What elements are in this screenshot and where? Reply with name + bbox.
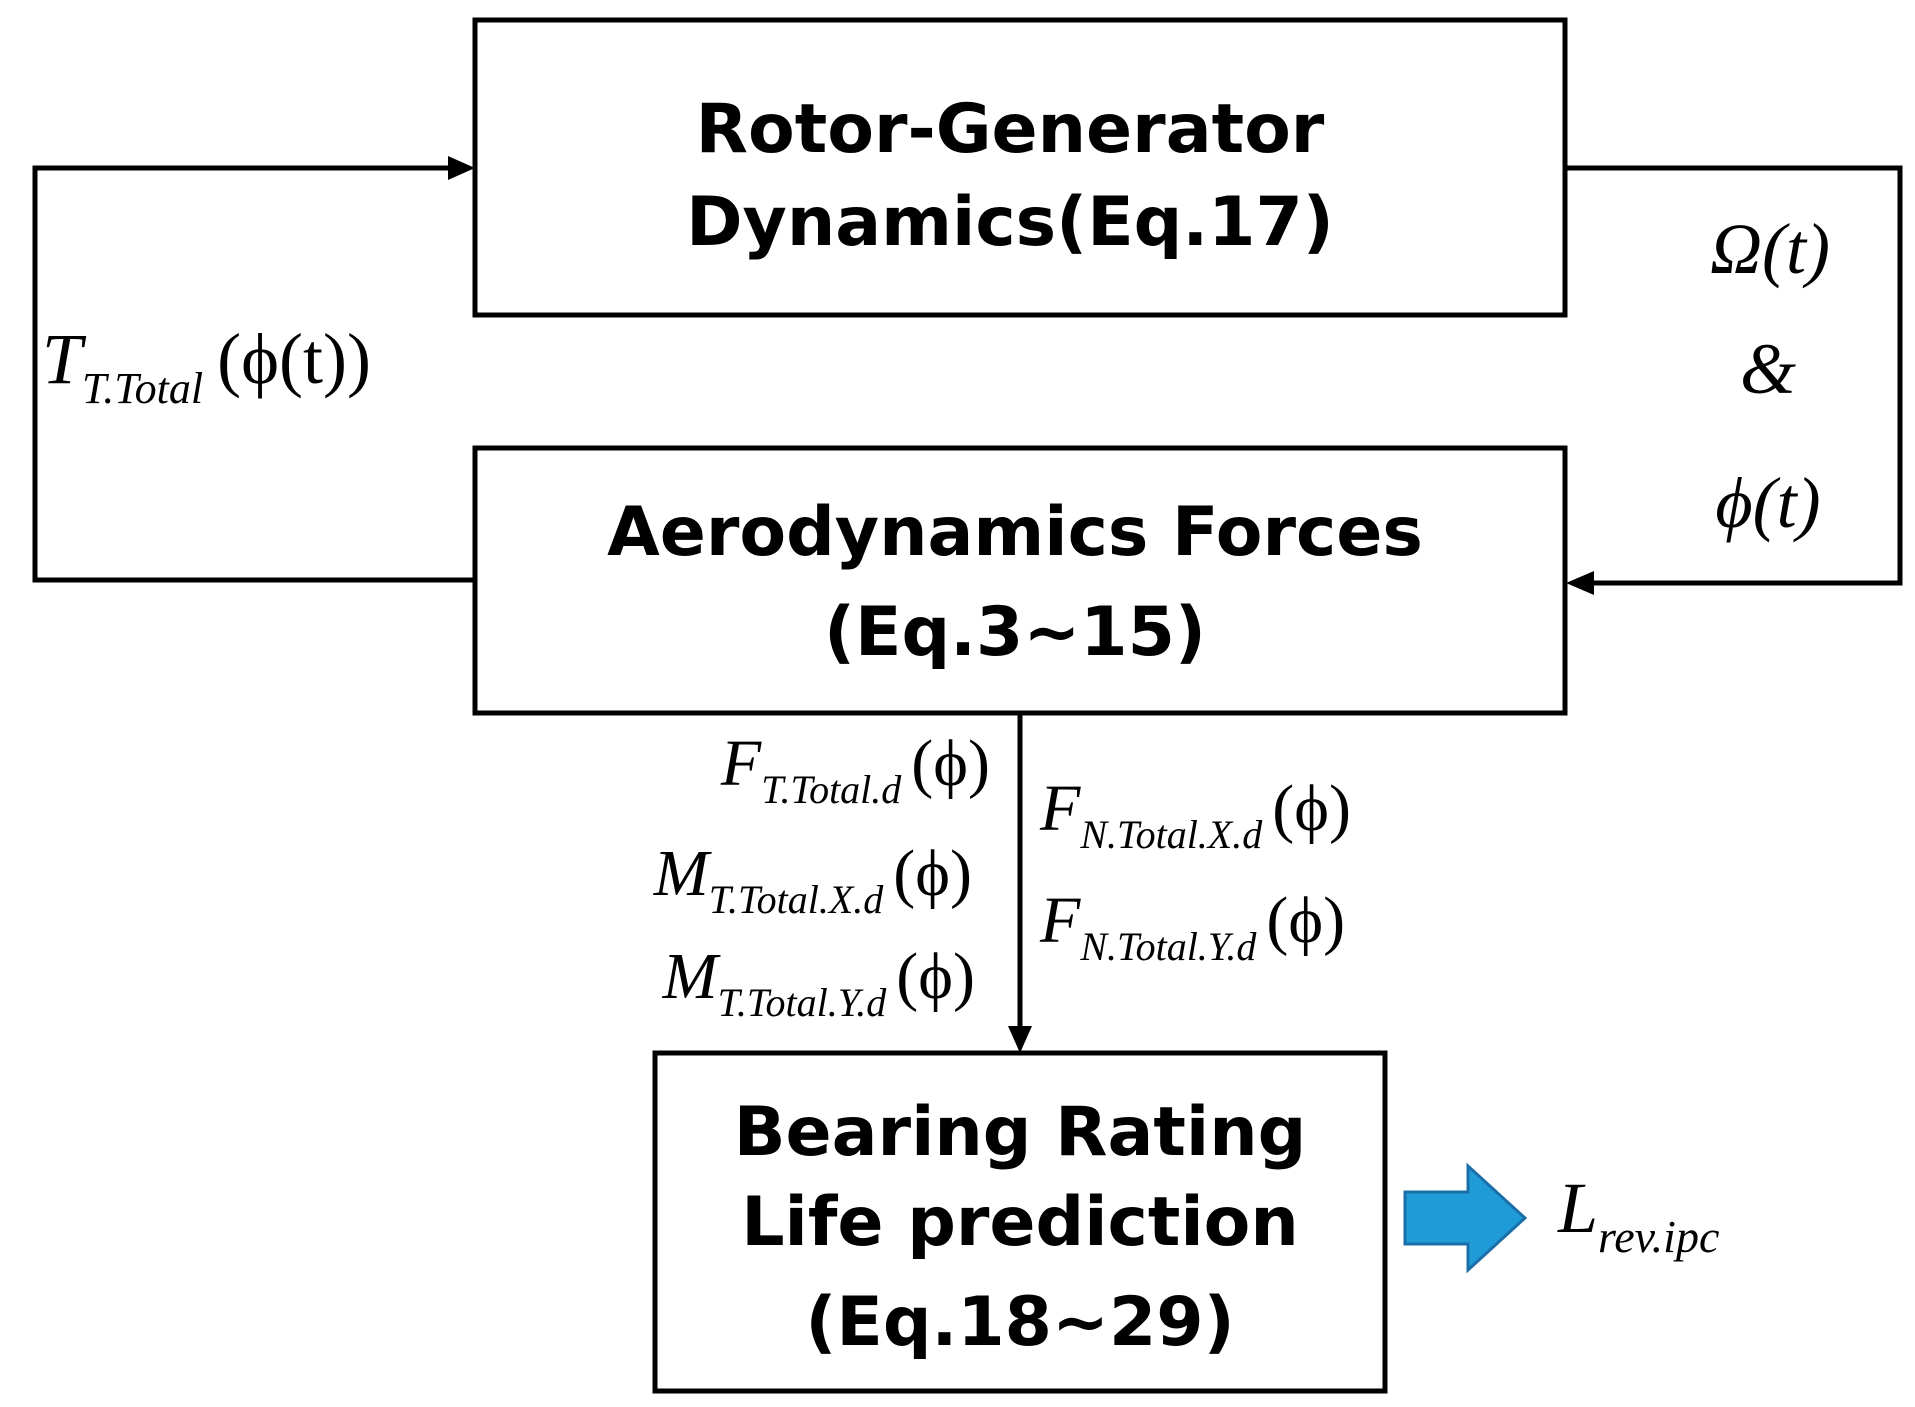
phi-label: ϕ(t) [1715, 463, 1820, 543]
loads-down-arrowhead [1008, 1026, 1032, 1053]
mty-symbol: M [662, 940, 722, 1013]
fny-subscript: N.Total.Y.d [1079, 924, 1257, 969]
mty-subscript: T.Total.Y.d [718, 980, 888, 1025]
rotor-generator-title-line1: Rotor-Generator [696, 90, 1325, 169]
aerodynamics-title-line2: (Eq.3~15) [824, 593, 1206, 672]
aerodynamics-box [472, 445, 1568, 716]
mtx-argument: (ϕ) [893, 837, 972, 910]
speed-feedforward-line [1565, 165, 1903, 586]
fnx-total-label: FN.Total.X.d(ϕ) [1039, 772, 1351, 857]
rotor-generator-box [472, 17, 1568, 318]
speed-feedforward-arrow [1565, 165, 1903, 595]
ft-argument: (ϕ) [911, 727, 990, 800]
torque-feedback-arrowhead [448, 156, 475, 180]
mtx-subscript: T.Total.X.d [709, 877, 885, 922]
torque-symbol: T [42, 319, 87, 399]
fnx-symbol: F [1039, 772, 1081, 845]
loads-down-arrow [1008, 713, 1032, 1053]
torque-feedback-arrow [32, 156, 475, 583]
fnx-subscript: N.Total.X.d [1079, 812, 1263, 857]
bearing-life-box [652, 1050, 1388, 1394]
fny-symbol: F [1039, 884, 1081, 957]
mtx-total-label: MT.Total.X.d(ϕ) [653, 837, 972, 922]
ampersand-label: & [1740, 329, 1796, 409]
output-arrow-icon [1403, 1162, 1528, 1274]
life-output-label: Lrev.ipc [1557, 1168, 1719, 1262]
fny-argument: (ϕ) [1266, 884, 1345, 957]
life-symbol: L [1557, 1168, 1598, 1248]
life-subscript: rev.ipc [1598, 1211, 1719, 1262]
omega-label: Ω(t) [1710, 209, 1830, 289]
rotor-generator-title-line2: Dynamics(Eq.17) [686, 183, 1334, 262]
fnx-argument: (ϕ) [1272, 772, 1351, 845]
rotor-generator-block: Rotor-Generator Dynamics(Eq.17) [472, 17, 1568, 318]
ft-total-label: FT.Total.d(ϕ) [720, 727, 990, 812]
torque-argument: (ϕ(t)) [217, 319, 371, 399]
speed-feedforward-arrowhead [1566, 571, 1594, 595]
torque-label: TT.Total (ϕ(t)) [42, 319, 371, 413]
ft-subscript: T.Total.d [761, 767, 902, 812]
mty-total-label: MT.Total.Y.d(ϕ) [662, 940, 975, 1025]
ft-symbol: F [720, 727, 762, 800]
bearing-title-line1: Bearing Rating [734, 1093, 1307, 1172]
torque-feedback-line [32, 165, 475, 583]
bearing-life-block: Bearing Rating Life prediction (Eq.18~29… [652, 1050, 1388, 1394]
aerodynamics-title-line1: Aerodynamics Forces [607, 493, 1423, 572]
bearing-title-line3: (Eq.18~29) [805, 1283, 1234, 1362]
bearing-title-line2: Life prediction [741, 1183, 1299, 1262]
fny-total-label: FN.Total.Y.d(ϕ) [1039, 884, 1345, 969]
torque-subscript: T.Total [82, 364, 203, 413]
mtx-symbol: M [653, 837, 713, 910]
aerodynamics-block: Aerodynamics Forces (Eq.3~15) [472, 445, 1568, 716]
mty-argument: (ϕ) [896, 940, 975, 1013]
